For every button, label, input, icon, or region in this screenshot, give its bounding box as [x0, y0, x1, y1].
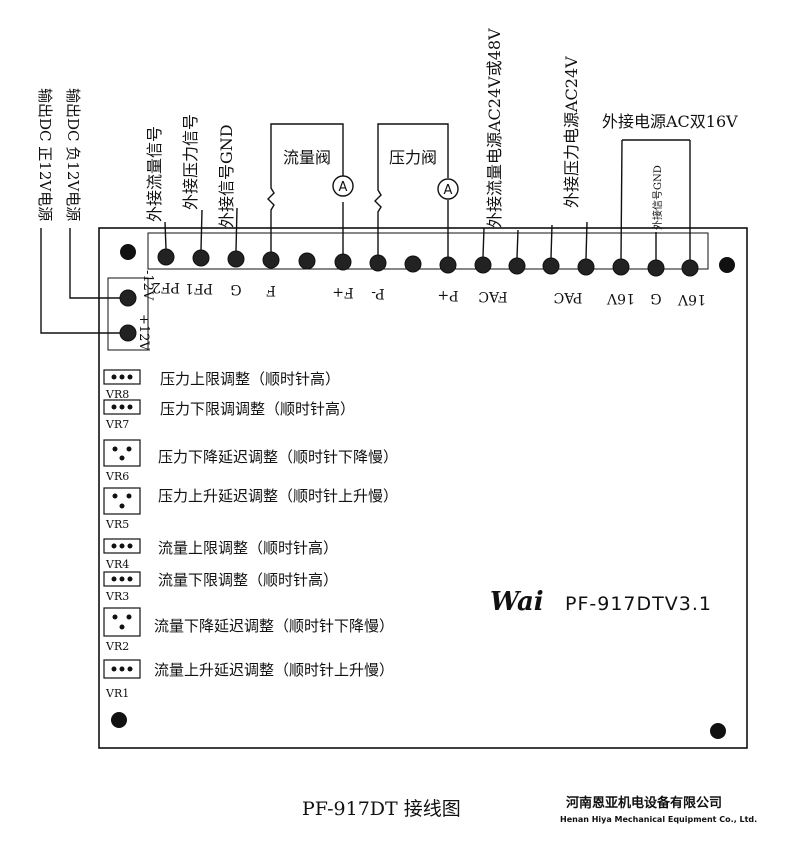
circuit-board: [98, 227, 748, 749]
pot-description: 流量上限调整（顺时针高）: [158, 539, 338, 557]
terminal-label: FAC: [478, 288, 507, 304]
diagram-title: PF-917DT 接线图: [302, 798, 461, 820]
terminal-labels: PF2 PF1 G F F+ P- P+ FAC PAC 16V G 16V: [152, 279, 706, 307]
mounting-hole: [719, 257, 735, 273]
terminal-screw: [647, 259, 665, 277]
terminal-screw: [369, 254, 387, 272]
flow-valve-label: 流量阀: [283, 148, 331, 167]
terminal-label: 16V: [677, 291, 706, 307]
terminal-label: G: [230, 281, 241, 297]
dc-positive-label: 输出DC 正12V电源: [36, 88, 54, 221]
power-terminal-neg: -12V: [140, 270, 155, 301]
company-name-en: Henan Hiya Mechanical Equipment Co., Ltd…: [560, 815, 757, 824]
pot-description: 流量上升延迟调整（顺时针上升慢）: [154, 661, 394, 679]
pot-description: 流量下降延迟调整（顺时针下降慢）: [154, 617, 394, 635]
top-label-pressure-signal: 外接压力信号: [181, 114, 200, 210]
terminal-screw: [681, 259, 699, 277]
ammeter-label: A: [444, 183, 453, 198]
pot-vr3: VR3 流量下限调整（顺时针高）: [103, 571, 338, 603]
terminal-label: PF1: [185, 280, 213, 296]
terminal-screw: [262, 251, 280, 269]
terminal-label: F+: [332, 284, 353, 300]
flow-ammeter: A: [332, 175, 354, 197]
terminal-label: PF2: [152, 279, 180, 295]
top-label-signal-gnd-small: 外接信号GND: [651, 165, 664, 230]
terminal-label: P-: [371, 285, 385, 301]
company-name-cn: 河南恩亚机电设备有限公司: [566, 795, 722, 811]
pot-description: 压力下降延迟调整（顺时针下降慢）: [158, 448, 398, 466]
mounting-hole: [111, 712, 127, 728]
pot-label: VR5: [105, 518, 129, 531]
top-label-signal-gnd: 外接信号GND: [217, 124, 236, 228]
mounting-hole: [120, 244, 136, 260]
model-number: PF-917DTV3.1: [565, 593, 712, 615]
pressure-valve-wiring: [374, 123, 449, 257]
pot-description: 压力上限调整（顺时针高）: [160, 370, 340, 388]
pot-label: VR2: [105, 640, 129, 653]
terminal-label: G: [650, 290, 661, 306]
dc-output-wiring: [40, 228, 120, 334]
pot-vr6: VR6 压力下降延迟调整（顺时针下降慢）: [103, 439, 398, 483]
terminal-screw: [542, 257, 560, 275]
pot-vr1: VR1 流量上升延迟调整（顺时针上升慢）: [103, 659, 394, 700]
pot-label: VR6: [105, 470, 129, 483]
terminal-screw: [192, 249, 210, 267]
top-label-ac-16v: 外接电源AC双16V: [602, 112, 738, 131]
terminal-label: PAC: [554, 289, 583, 305]
terminal-screws: [119, 248, 699, 342]
power-terminal-pos: +12V: [136, 314, 151, 351]
signal-wires: [164, 139, 691, 260]
terminal-screw: [612, 258, 630, 276]
pot-label: VR8: [105, 388, 129, 401]
pot-vr8: VR8 压力上限调整（顺时针高）: [103, 369, 340, 401]
terminal-label: 16V: [606, 290, 635, 306]
terminal-screw: [508, 257, 526, 275]
pot-description: 压力下限调调整（顺时针高）: [160, 400, 355, 418]
pot-description: 压力上升延迟调整（顺时针上升慢）: [158, 487, 398, 505]
power-terminal-screw: [119, 289, 137, 307]
pot-vr7: VR7 压力下限调调整（顺时针高）: [103, 399, 355, 431]
ammeter-label: A: [339, 180, 348, 195]
terminal-label: P+: [437, 287, 458, 303]
terminal-screw: [334, 253, 352, 271]
terminal-screw: [439, 256, 457, 274]
terminal-screw: [157, 248, 175, 266]
mounting-holes: [111, 244, 735, 739]
mounting-hole: [710, 723, 726, 739]
top-label-flow-power: 外接流量电源AC24V或48V: [485, 28, 504, 228]
pot-label: VR1: [105, 687, 129, 700]
dc-negative-label: 输出DC 负12V电源: [64, 88, 82, 221]
pressure-valve-label: 压力阀: [389, 148, 437, 167]
pot-description: 流量下限调整（顺时针高）: [158, 571, 338, 589]
top-labels: 外接流量信号 外接压力信号 外接信号GND 外接流量电源AC24V或48V 外接…: [145, 28, 738, 230]
pot-label: VR3: [105, 590, 129, 603]
flow-valve-wiring: [267, 123, 344, 254]
terminal-screw: [474, 256, 492, 274]
terminal-screw: [577, 258, 595, 276]
power-terminal-screw: [119, 324, 137, 342]
potentiometers: VR8 压力上限调整（顺时针高） VR7 压力下限调调整（顺时针高） VR6 压…: [103, 369, 398, 700]
pressure-ammeter: A: [437, 178, 459, 200]
pot-vr2: VR2 流量下降延迟调整（顺时针下降慢）: [103, 607, 394, 653]
top-label-pressure-power: 外接压力电源AC24V: [562, 56, 581, 208]
top-label-flow-signal: 外接流量信号: [145, 126, 164, 222]
terminal-label: F: [266, 282, 276, 298]
terminal-screw: [298, 252, 316, 270]
terminal-screw: [404, 255, 422, 273]
brand-logo: Wai: [490, 587, 544, 617]
pot-label: VR7: [105, 418, 129, 431]
pot-label: VR4: [105, 558, 129, 571]
terminal-screw: [227, 250, 245, 268]
pot-vr4: VR4 流量上限调整（顺时针高）: [103, 538, 338, 571]
pot-vr5: VR5 压力上升延迟调整（顺时针上升慢）: [103, 487, 398, 531]
